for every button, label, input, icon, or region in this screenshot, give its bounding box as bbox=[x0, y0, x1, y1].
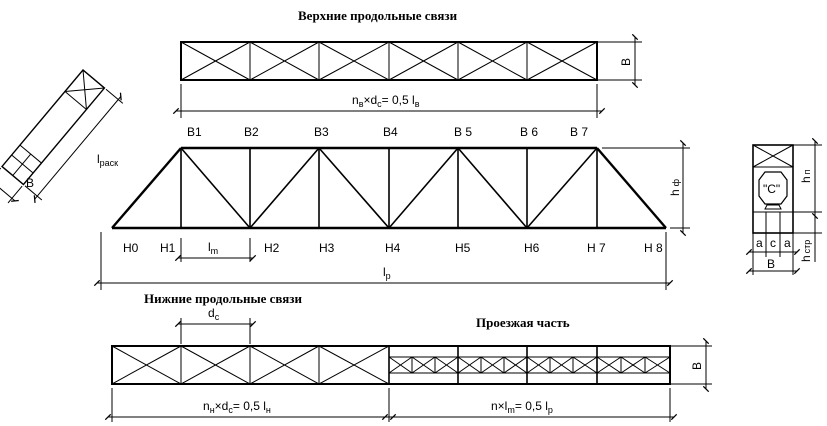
node-label: Н4 bbox=[385, 241, 401, 255]
bottom-width-label: В bbox=[690, 362, 704, 370]
rask-label: lраск bbox=[97, 152, 118, 168]
node-label: В 6 bbox=[520, 125, 538, 139]
node-label: В3 bbox=[314, 125, 329, 139]
bottom-length-right-label: n×lm= 0,5 lр bbox=[491, 399, 553, 415]
node-label: Н1 bbox=[160, 241, 176, 255]
node-label: В 7 bbox=[570, 125, 588, 139]
end-post-right bbox=[596, 147, 667, 229]
node-label: В4 bbox=[383, 125, 398, 139]
span-label: lр bbox=[383, 265, 391, 281]
node-label: Н0 bbox=[123, 241, 139, 255]
panel-length-label: lm bbox=[208, 240, 218, 256]
node-label: В2 bbox=[244, 125, 259, 139]
section-b-label: В bbox=[767, 257, 775, 271]
bottom-node-labels: Н0 Н1 Н2 Н3 Н4 Н5 Н6 Н 7 Н 8 bbox=[123, 241, 663, 255]
top-bracing bbox=[180, 41, 598, 81]
top-length-dimension bbox=[172, 84, 606, 118]
bottom-width-dimension bbox=[670, 337, 712, 393]
node-label: Н5 bbox=[455, 241, 471, 255]
bottom-bracing-title: Нижние продольные связи bbox=[144, 291, 302, 306]
truss-web bbox=[180, 147, 598, 229]
truss-height-label: hф bbox=[668, 178, 682, 196]
node-label: Н2 bbox=[264, 241, 280, 255]
section-c-small: c bbox=[770, 236, 776, 250]
truss-height-dimension bbox=[602, 139, 690, 237]
diagonal-detail bbox=[0, 69, 124, 204]
section-c-label: "С" bbox=[763, 182, 780, 196]
rask-width-label: В bbox=[26, 176, 34, 190]
deck-grid bbox=[388, 346, 671, 384]
top-width-label: В bbox=[619, 58, 633, 66]
span-dimension bbox=[93, 232, 674, 290]
cross-section bbox=[752, 144, 794, 234]
node-label: В 5 bbox=[454, 125, 472, 139]
section-hn-label: hп bbox=[799, 169, 813, 183]
bottom-bracing bbox=[111, 345, 671, 385]
node-label: Н 8 bbox=[644, 241, 663, 255]
node-label: Н3 bbox=[319, 241, 335, 255]
bottom-length-dimension bbox=[104, 388, 678, 422]
section-hstr-label: hстр bbox=[799, 240, 813, 262]
node-label: Н 7 bbox=[587, 241, 606, 255]
end-post-left bbox=[111, 147, 182, 229]
panel-dimension bbox=[174, 238, 257, 262]
dc-dimension bbox=[174, 318, 257, 344]
node-label: В1 bbox=[187, 125, 202, 139]
deck-title: Проезжая часть bbox=[476, 315, 570, 330]
section-a-left: a bbox=[756, 236, 763, 250]
top-width-dimension bbox=[597, 33, 642, 89]
bottom-length-left-label: nн×dс= 0,5 lн bbox=[203, 399, 271, 415]
top-node-labels: В1 В2 В3 В4 В 5 В 6 В 7 bbox=[187, 125, 588, 139]
section-hn-dimension bbox=[793, 137, 822, 262]
dc-label: dс bbox=[208, 306, 220, 322]
top-length-label: nв×dс= 0,5 lв bbox=[352, 93, 420, 109]
node-label: Н6 bbox=[524, 241, 540, 255]
top-bracing-title: Верхние продольные связи bbox=[298, 8, 458, 23]
section-width-dimensions bbox=[745, 233, 801, 275]
section-a-right: a bbox=[784, 236, 791, 250]
main-truss bbox=[111, 146, 667, 230]
